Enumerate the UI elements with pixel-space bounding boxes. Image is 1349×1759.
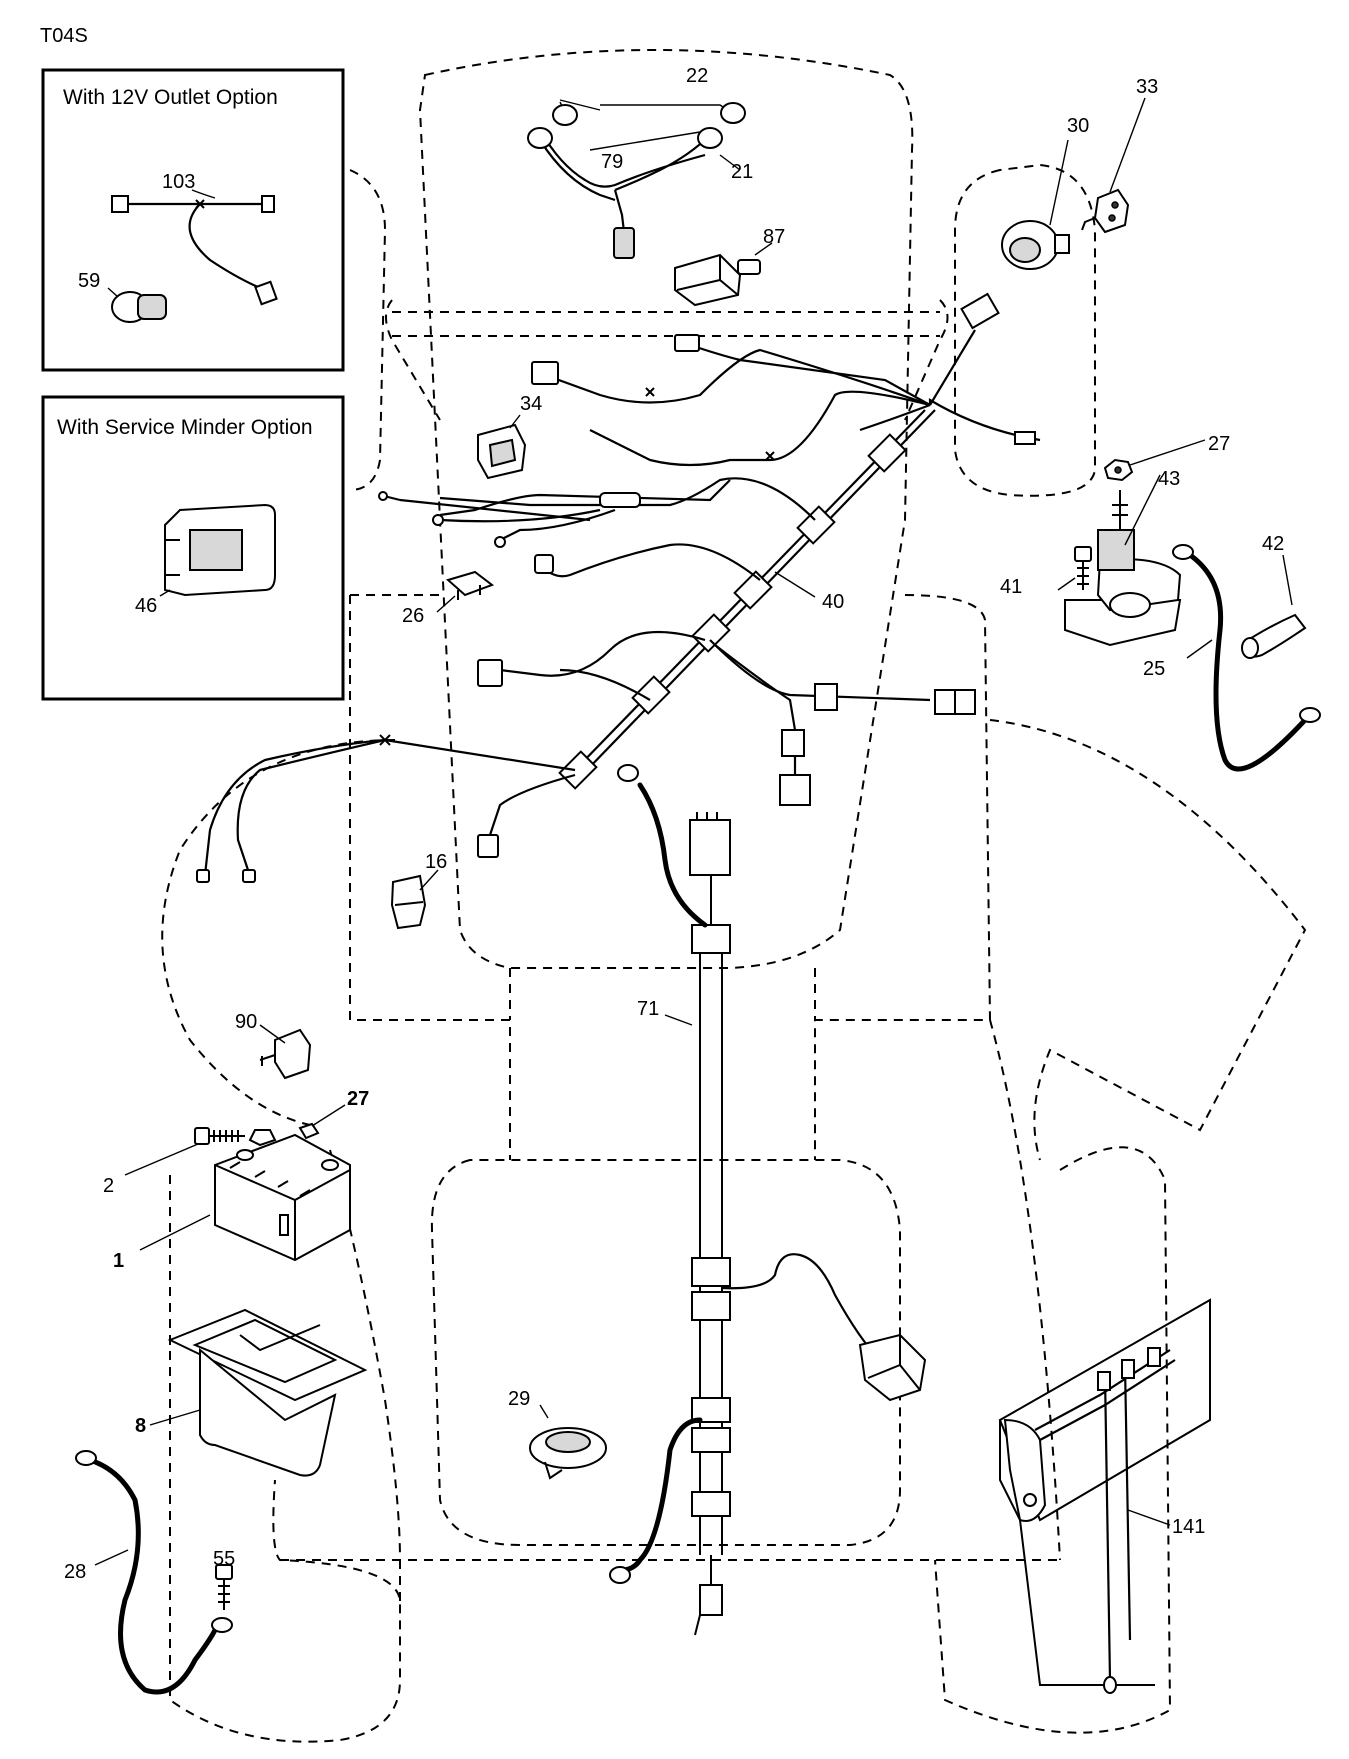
callout-27-battery: 27 [347,1088,369,1110]
boot-42 [1241,554,1307,659]
callout-29: 29 [508,1388,530,1410]
callout-21: 21 [731,161,753,183]
key-33 [1081,97,1146,234]
battery-tray-8 [149,1308,368,1477]
callout-25: 25 [1143,658,1165,680]
callout-71: 71 [637,998,659,1020]
callout-40: 40 [822,591,844,613]
callout-59: 59 [78,270,100,292]
callout-141: 141 [1172,1516,1205,1538]
bolt-55 [215,1564,233,1610]
part-29 [529,1404,607,1480]
solenoid-43 [1064,474,1182,647]
callout-27-solenoid: 27 [1208,433,1230,455]
inset-12v-outlet: With 12V Outlet Option [41,68,345,372]
callout-16: 16 [425,851,447,873]
bolt-41 [1057,546,1092,591]
main-harness-40 [196,292,1041,883]
inset-12v-outlet-title: With 12V Outlet Option [63,86,278,109]
callout-1: 1 [113,1250,124,1272]
inset-service-minder: With Service Minder Option [41,395,345,701]
fuse-26 [436,570,495,613]
harness-141 [998,1298,1211,1694]
relay-87 [674,242,773,307]
callout-30: 30 [1067,115,1089,137]
callout-22: 22 [686,65,708,87]
callout-46: 46 [135,595,157,617]
callout-26: 26 [402,605,424,627]
relay-16 [390,869,439,930]
switch-34 [477,414,527,480]
diagram-id: T04S [40,25,88,47]
callout-34: 34 [520,393,542,415]
callout-33: 33 [1136,76,1158,98]
inset-service-minder-title: With Service Minder Option [57,416,313,439]
callout-42: 42 [1262,533,1284,555]
callout-79: 79 [601,151,623,173]
callout-55: 55 [213,1548,235,1570]
callout-2: 2 [103,1175,114,1197]
nut-27 [1103,439,1206,482]
callout-43: 43 [1158,468,1180,490]
part-90 [259,1024,312,1080]
nut-27-battery [248,1104,346,1147]
cable-28 [75,1450,233,1695]
callout-41: 41 [1000,576,1022,598]
cable-25 [1172,544,1321,772]
callout-103: 103 [162,171,195,193]
cable-71 [609,764,927,1636]
battery-1 [139,1133,351,1262]
callout-28: 28 [64,1561,86,1583]
callouts: 22 79 21 87 30 33 34 27 43 42 41 25 40 2… [64,65,1284,1583]
callout-90: 90 [235,1011,257,1033]
bolt-2 [124,1127,245,1176]
headlight-harness [527,99,746,259]
ignition-switch-30 [1001,139,1070,270]
callout-87: 87 [763,226,785,248]
callout-8: 8 [135,1415,146,1437]
